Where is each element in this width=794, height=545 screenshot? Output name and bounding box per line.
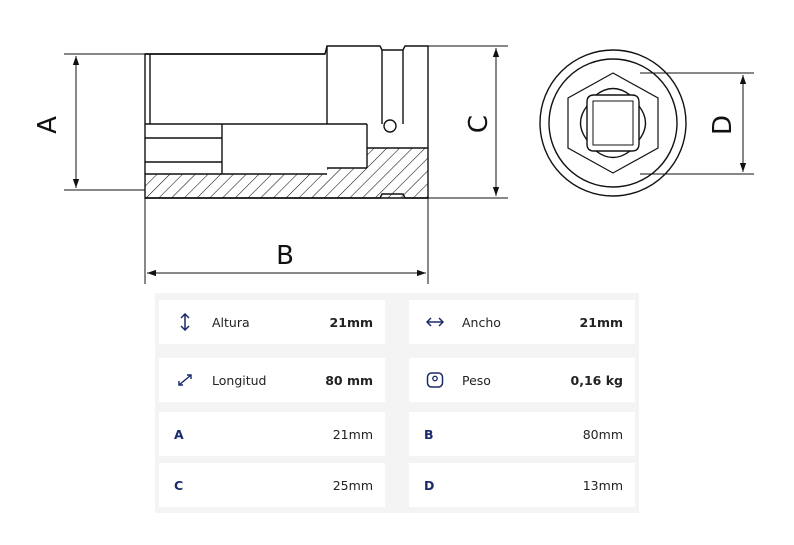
spec-ancho: Ancho 21mm <box>409 300 635 344</box>
spec-letter: D <box>424 477 435 493</box>
dimension-d <box>640 72 754 175</box>
spec-value: 21mm <box>579 314 623 330</box>
diagonal-arrows-icon <box>175 358 195 402</box>
spec-value: 13mm <box>582 477 623 493</box>
specs-table: Altura 21mm Ancho 21mm Longitud 80 mm Pe… <box>155 293 639 513</box>
spec-value: 21mm <box>332 426 373 442</box>
socket-end-view <box>539 49 687 197</box>
spec-label: Ancho <box>462 314 501 330</box>
label-c: C <box>464 115 494 133</box>
spec-peso: Peso 0,16 kg <box>409 358 635 402</box>
spec-label: Longitud <box>212 372 267 388</box>
horizontal-arrows-icon <box>425 300 445 344</box>
spec-letter: A <box>174 426 184 442</box>
socket-side-view <box>144 45 429 199</box>
weight-icon <box>425 358 445 402</box>
spec-value: 21mm <box>329 314 373 330</box>
spec-letter: C <box>174 477 184 493</box>
vertical-arrows-icon <box>175 300 195 344</box>
spec-value: 80 mm <box>325 372 373 388</box>
spec-dim-b: B 80mm <box>409 412 635 456</box>
spec-letter: B <box>424 426 434 442</box>
label-a: A <box>33 116 63 134</box>
dimension-c <box>428 45 508 199</box>
technical-drawing: A C B D <box>33 45 754 284</box>
dimension-b <box>144 198 429 284</box>
spec-value: 0,16 kg <box>570 372 623 388</box>
spec-dim-d: D 13mm <box>409 463 635 507</box>
label-b: B <box>276 241 294 271</box>
label-d: D <box>708 115 738 135</box>
spec-dim-a: A 21mm <box>159 412 385 456</box>
spec-longitud: Longitud 80 mm <box>159 358 385 402</box>
spec-dim-c: C 25mm <box>159 463 385 507</box>
spec-value: 25mm <box>332 477 373 493</box>
spec-label: Altura <box>212 314 250 330</box>
spec-label: Peso <box>462 372 491 388</box>
spec-value: 80mm <box>582 426 623 442</box>
spec-altura: Altura 21mm <box>159 300 385 344</box>
dimension-a <box>64 53 145 191</box>
